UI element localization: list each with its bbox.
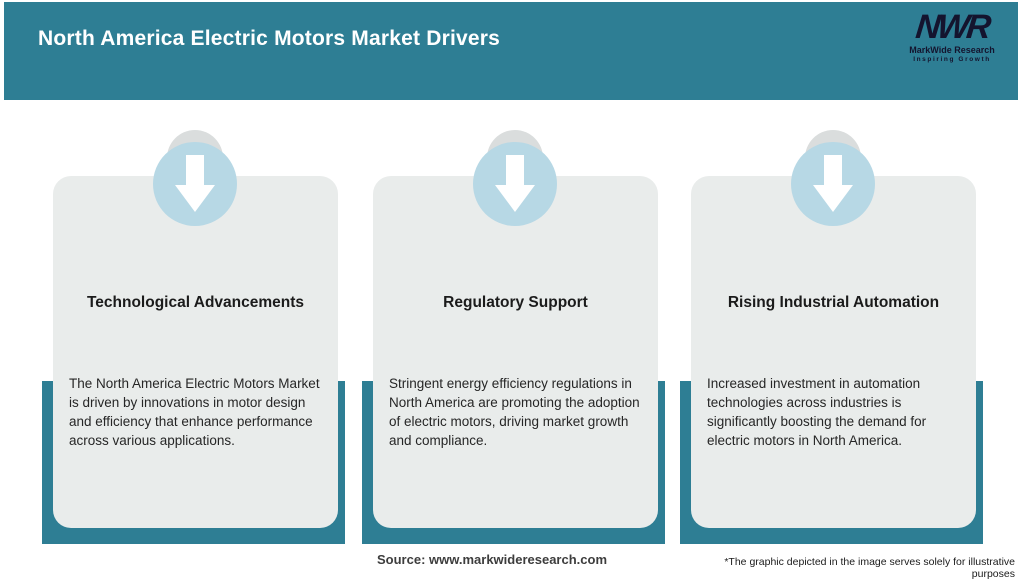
down-arrow-icon	[813, 155, 853, 212]
logo-tagline: Inspiring Growth	[913, 56, 991, 63]
markwide-research-logo: NWR MarkWide Research Inspiring Growth	[902, 8, 1002, 64]
arrow-badge	[153, 142, 237, 226]
header-band: North America Electric Motors Market Dri…	[4, 2, 1018, 100]
logo-monogram: NWR	[913, 8, 991, 46]
arrow-badge	[791, 142, 875, 226]
card-title: Rising Industrial Automation	[727, 294, 940, 311]
driver-card: Rising Industrial Automation Increased i…	[691, 176, 976, 528]
page-title: North America Electric Motors Market Dri…	[38, 27, 501, 50]
source-text: Source: www.markwideresearch.com	[377, 552, 608, 567]
logo-name: MarkWide Research	[909, 45, 995, 55]
card-title: Regulatory Support	[443, 294, 588, 311]
card-body: Stringent energy efficiency regulations …	[389, 376, 640, 448]
driver-card: Regulatory Support Stringent energy effi…	[373, 176, 658, 528]
down-arrow-icon	[175, 155, 215, 212]
card-body: The North America Electric Motors Market…	[69, 376, 320, 448]
card-body: Increased investment in automation techn…	[707, 376, 927, 448]
down-arrow-icon	[495, 155, 535, 212]
driver-column-1: Technological Advancements The North Ame…	[42, 130, 345, 544]
driver-column-3: Rising Industrial Automation Increased i…	[680, 130, 983, 544]
card-title: Technological Advancements	[86, 294, 305, 311]
driver-column-2: Regulatory Support Stringent energy effi…	[362, 130, 665, 544]
driver-card: Technological Advancements The North Ame…	[53, 176, 338, 528]
disclaimer-text: *The graphic depicted in the image serve…	[724, 556, 1015, 580]
arrow-badge	[473, 142, 557, 226]
